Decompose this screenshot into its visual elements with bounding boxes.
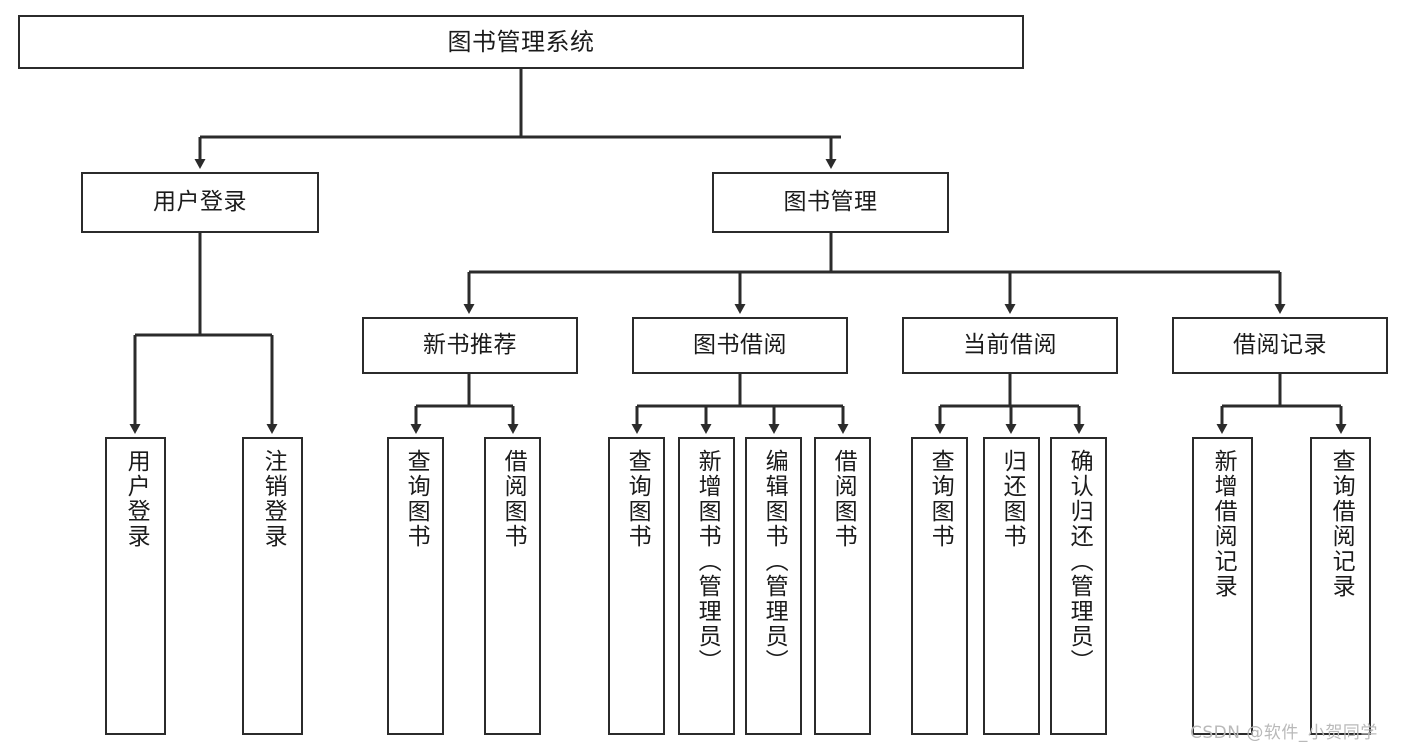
node-leaf-borrow-book-2[interactable]: 借阅图书 [814,437,871,735]
node-leaf-user-logout-label: 注销登录 [260,449,287,549]
node-new-book-rec-label: 新书推荐 [423,331,517,358]
csdn-watermark: CSDN @软件_小贺同学 [1190,723,1378,743]
node-current-borrow-label: 当前借阅 [963,331,1057,358]
node-leaf-borrow-book-1-label: 借阅图书 [500,449,527,549]
node-leaf-user-logout[interactable]: 注销登录 [242,437,303,735]
node-book-borrow-label: 图书借阅 [693,331,787,358]
node-leaf-query-book-1-label: 查询图书 [403,449,430,549]
node-leaf-query-book-1[interactable]: 查询图书 [387,437,444,735]
node-leaf-query-record-label: 查询借阅记录 [1328,449,1355,599]
node-leaf-user-login-label: 用户登录 [123,449,150,549]
node-root[interactable]: 图书管理系统 [18,15,1024,69]
node-user-login-label: 用户登录 [153,188,247,215]
node-book-manage[interactable]: 图书管理 [712,172,949,233]
node-leaf-add-record[interactable]: 新增借阅记录 [1192,437,1253,735]
node-root-label: 图书管理系统 [447,27,595,56]
node-user-login[interactable]: 用户登录 [81,172,319,233]
node-book-manage-label: 图书管理 [783,188,878,215]
node-leaf-confirm-return[interactable]: 确认归还（管理员） [1050,437,1107,735]
node-leaf-add-book[interactable]: 新增图书（管理员） [678,437,735,735]
node-leaf-borrow-book-2-label: 借阅图书 [830,449,857,549]
node-borrow-record[interactable]: 借阅记录 [1172,317,1388,374]
node-current-borrow[interactable]: 当前借阅 [902,317,1118,374]
node-leaf-add-book-label: 新增图书（管理员） [694,449,721,674]
node-leaf-return-book-label: 归还图书 [999,449,1026,549]
node-leaf-query-book-3[interactable]: 查询图书 [911,437,968,735]
node-leaf-query-book-2[interactable]: 查询图书 [608,437,665,735]
node-leaf-edit-book-label: 编辑图书（管理员） [761,449,788,674]
node-leaf-add-record-label: 新增借阅记录 [1210,449,1237,599]
node-leaf-edit-book[interactable]: 编辑图书（管理员） [745,437,802,735]
node-leaf-query-book-2-label: 查询图书 [624,449,651,549]
node-leaf-return-book[interactable]: 归还图书 [983,437,1040,735]
node-leaf-confirm-return-label: 确认归还（管理员） [1066,449,1093,674]
node-leaf-query-book-3-label: 查询图书 [927,449,954,549]
node-leaf-user-login[interactable]: 用户登录 [105,437,166,735]
node-leaf-borrow-book-1[interactable]: 借阅图书 [484,437,541,735]
node-borrow-record-label: 借阅记录 [1233,331,1327,358]
node-book-borrow[interactable]: 图书借阅 [632,317,848,374]
node-leaf-query-record[interactable]: 查询借阅记录 [1310,437,1371,735]
node-new-book-rec[interactable]: 新书推荐 [362,317,578,374]
